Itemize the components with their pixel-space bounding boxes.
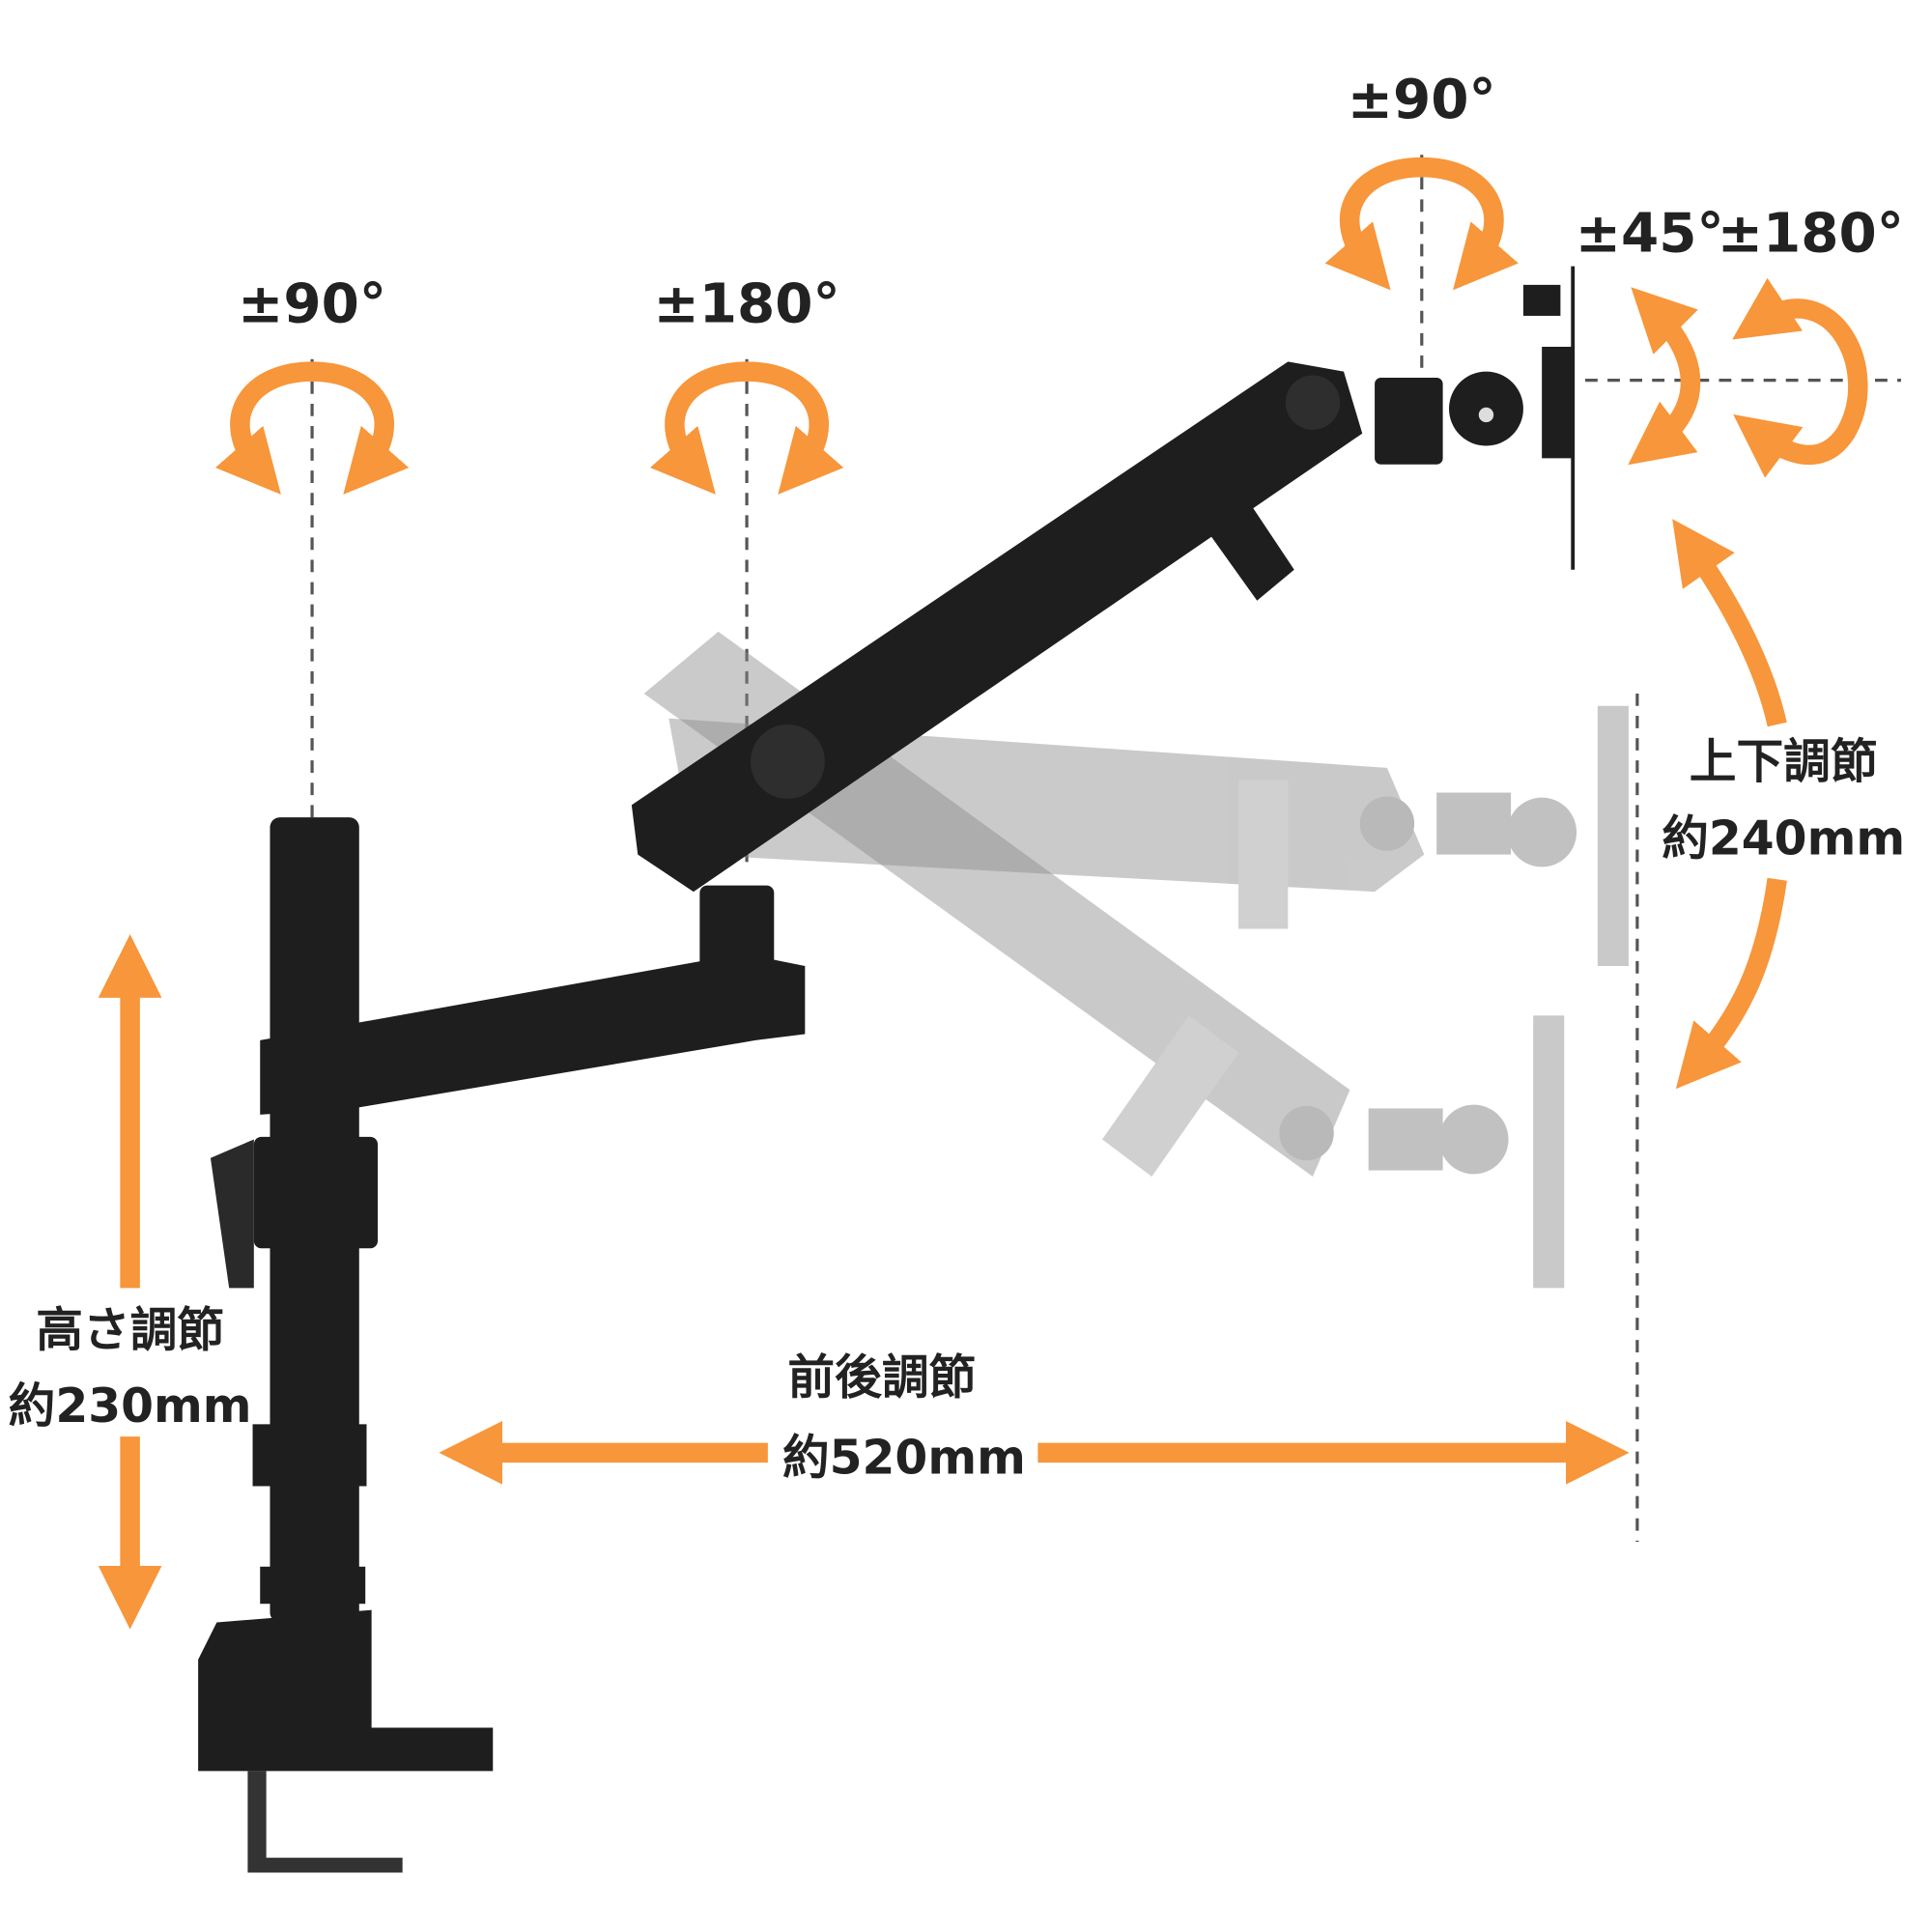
elbow-rotation-label: ±180° bbox=[653, 272, 839, 335]
tilt-label: ±45° bbox=[1576, 202, 1724, 265]
height-adjust-value: 約230mm bbox=[9, 1379, 252, 1434]
vertical-adjust-value: 約240mm bbox=[1662, 812, 1905, 867]
vertical-adjust-label: 上下調節 bbox=[1690, 735, 1878, 789]
head-swivel-label: ±90° bbox=[1348, 69, 1496, 131]
monitor-arm bbox=[198, 266, 1576, 1873]
adjustment-arrows bbox=[98, 519, 1787, 1630]
depth-adjust-value: 約520mm bbox=[782, 1432, 1026, 1486]
rotate-label: ±180° bbox=[1718, 202, 1904, 265]
height-adjust-label: 高さ調節 bbox=[36, 1304, 224, 1358]
ghost-arm-upper bbox=[668, 705, 1629, 966]
pole-rotation-label: ±90° bbox=[238, 272, 386, 335]
rotation-arrows bbox=[214, 156, 1868, 495]
depth-adjust-label: 前後調節 bbox=[787, 1350, 976, 1405]
